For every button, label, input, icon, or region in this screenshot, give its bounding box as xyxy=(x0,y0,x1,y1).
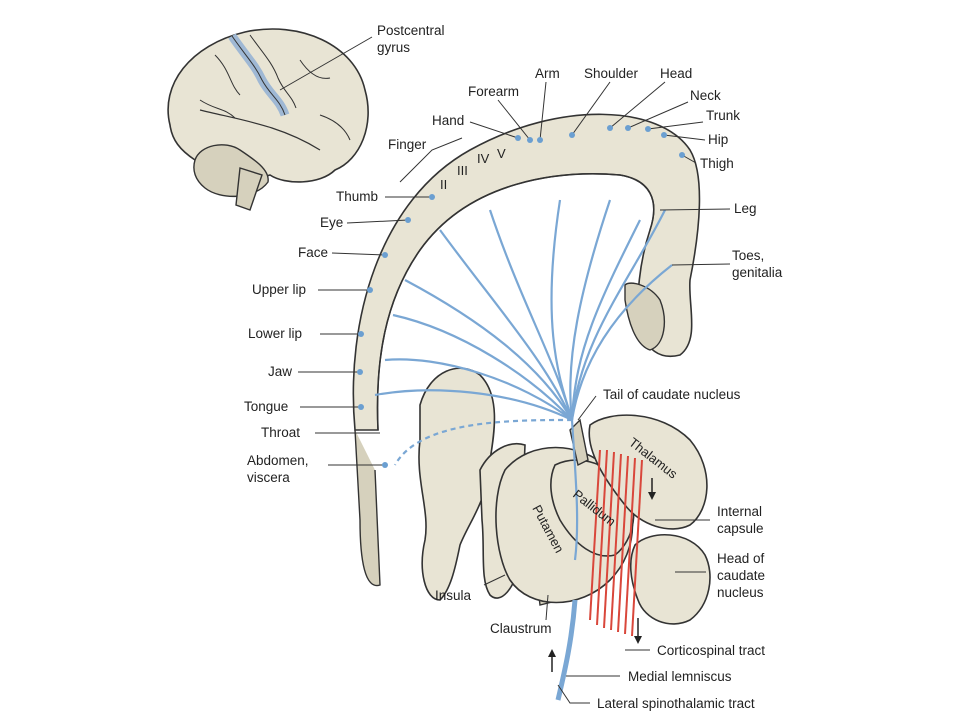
temporal-gyri xyxy=(418,367,496,601)
label-corticospinal-tract: Corticospinal tract xyxy=(657,643,765,658)
label-finger-ii: II xyxy=(440,177,447,192)
labels: Postcentral gyrus Arm Shoulder Head Fore… xyxy=(244,23,783,711)
label-finger: Finger xyxy=(388,137,427,152)
label-head-caudate-line2: caudate xyxy=(717,568,765,583)
label-head-caudate-line3: nucleus xyxy=(717,585,764,600)
label-arm: Arm xyxy=(535,66,560,81)
label-lateral-spinothalamic-tract: Lateral spinothalamic tract xyxy=(597,696,755,711)
projection-fibers xyxy=(374,199,673,701)
caudate-tail-shape xyxy=(569,418,589,467)
label-throat: Throat xyxy=(261,425,300,440)
label-finger-iii: III xyxy=(457,163,468,178)
label-upper-lip: Upper lip xyxy=(252,282,306,297)
label-hand: Hand xyxy=(432,113,464,128)
arrows xyxy=(548,478,656,672)
label-head-caudate-line1: Head of xyxy=(717,551,765,566)
label-neck: Neck xyxy=(690,88,721,103)
leader-lines xyxy=(279,36,731,704)
cortical-band xyxy=(352,113,701,587)
label-medial-lemniscus: Medial lemniscus xyxy=(628,669,732,684)
label-tail-of-caudate: Tail of caudate nucleus xyxy=(603,387,741,402)
thalamus-shape xyxy=(588,414,708,530)
label-thumb: Thumb xyxy=(336,189,378,204)
label-toes-line1: Toes, xyxy=(732,248,764,263)
label-shoulder: Shoulder xyxy=(584,66,639,81)
label-internal-capsule-line1: Internal xyxy=(717,504,762,519)
lateral-brain-thumbnail xyxy=(167,28,369,211)
label-head: Head xyxy=(660,66,692,81)
corticospinal-fibers xyxy=(589,449,643,637)
label-internal-capsule-line2: capsule xyxy=(717,521,764,536)
caudate-head-shape xyxy=(629,534,711,625)
label-finger-v: V xyxy=(497,146,506,161)
spinal-tracts xyxy=(555,599,578,701)
subcortical-structures xyxy=(418,367,711,625)
label-claustrum: Claustrum xyxy=(490,621,552,636)
label-tongue: Tongue xyxy=(244,399,288,414)
label-eye: Eye xyxy=(320,215,343,230)
label-finger-iv: IV xyxy=(477,151,490,166)
label-lower-lip: Lower lip xyxy=(248,326,302,341)
receptive-dots xyxy=(357,125,685,468)
label-trunk: Trunk xyxy=(706,108,740,123)
label-insula: Insula xyxy=(435,588,472,603)
label-postcentral-gyrus-line1: Postcentral xyxy=(377,23,445,38)
label-face: Face xyxy=(298,245,328,260)
label-forearm: Forearm xyxy=(468,84,519,99)
label-jaw: Jaw xyxy=(268,364,292,379)
label-hip: Hip xyxy=(708,132,728,147)
label-toes-line2: genitalia xyxy=(732,265,783,280)
label-abdomen-line1: Abdomen, xyxy=(247,453,309,468)
label-postcentral-gyrus-line2: gyrus xyxy=(377,40,410,55)
label-thigh: Thigh xyxy=(700,156,734,171)
label-leg: Leg xyxy=(734,201,757,216)
label-abdomen-line2: viscera xyxy=(247,470,290,485)
